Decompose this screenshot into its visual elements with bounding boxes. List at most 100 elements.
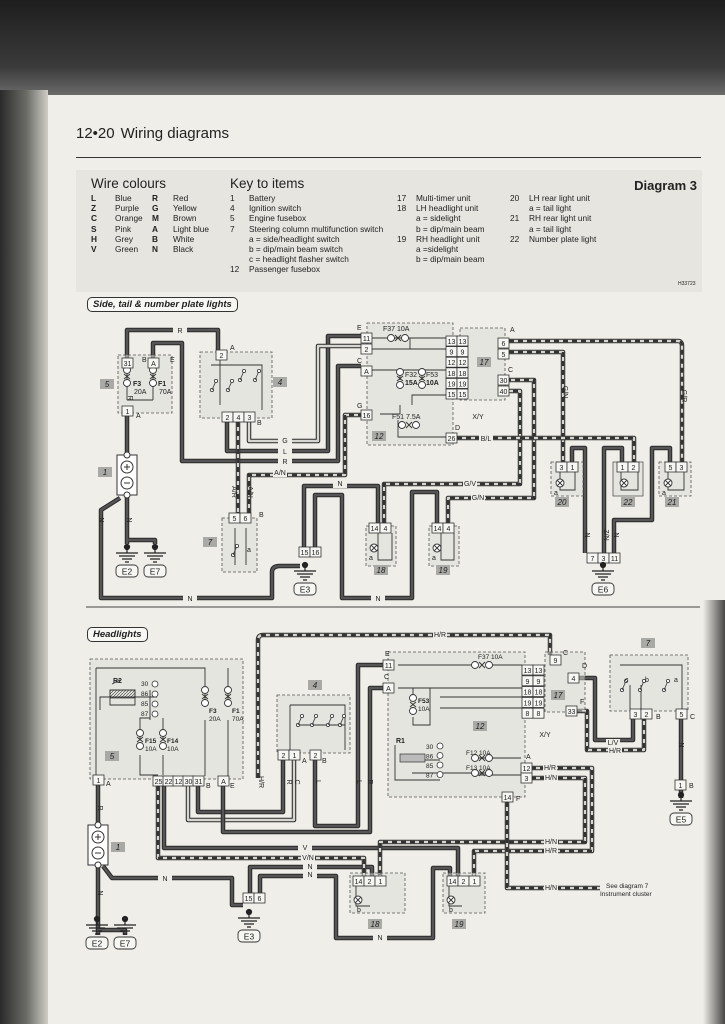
connector-pin-number: A — [386, 686, 391, 693]
wire — [509, 338, 685, 462]
component-box — [221, 517, 258, 573]
connector-pin-number: 15 — [245, 896, 253, 903]
fuse-icon — [471, 754, 493, 762]
wire-colour-name: Brown — [173, 213, 197, 224]
connector-pin-number: 14 — [434, 526, 442, 533]
wire-colour-code: L — [91, 193, 97, 203]
wire-colour-code: S — [91, 223, 97, 234]
cross-reference-note: See diagram 7 — [606, 883, 649, 890]
connector-pin-number: 1 — [473, 879, 477, 886]
connector-pin — [549, 654, 562, 666]
connector-pin-number: 11 — [385, 663, 392, 670]
relay-label: R2 — [113, 678, 122, 685]
wire — [578, 675, 636, 743]
switch-contact-icon — [225, 378, 234, 392]
connector-pin-number: 8 — [526, 711, 530, 718]
wire-colour-name: Orange — [115, 213, 143, 224]
key-item-number: 20 — [510, 193, 520, 203]
wire — [312, 662, 383, 829]
wire-colour-label: R — [285, 779, 292, 784]
section-title-side-tail: Side, tail & number plate lights — [87, 297, 238, 312]
relay-pin-icon — [151, 700, 159, 708]
connector-pin-number: 1 — [97, 778, 101, 785]
connector-pin-number: 2 — [365, 347, 369, 354]
component-box — [609, 654, 689, 712]
connector-letter: E — [357, 325, 362, 332]
wire-colour-label: H/N — [545, 775, 557, 782]
switch-contact-icon — [325, 714, 334, 728]
connector-letter: B — [689, 783, 694, 790]
key-item-label: a = tail light — [529, 223, 572, 234]
fuse-label: F1 — [232, 708, 240, 715]
ground-icon — [592, 561, 614, 581]
switch-contact-icon — [337, 714, 346, 728]
lamp-icon — [619, 478, 629, 488]
connector-pin — [192, 775, 205, 787]
connector-pin-number: 14 — [449, 879, 457, 886]
wire-colour-name: Light blue — [173, 223, 209, 234]
fuse-label: F53 — [418, 698, 430, 705]
connector-pin-number: 40 — [500, 389, 508, 396]
item-badge — [551, 690, 565, 700]
connector-letter: C — [690, 714, 695, 721]
ground-label: E6 — [598, 585, 609, 595]
connector-pin — [253, 892, 266, 904]
item-number: 1 — [103, 468, 107, 477]
item-badge — [368, 919, 382, 929]
page-edge-shadow — [703, 600, 725, 1024]
connector-pin-number: 31 — [124, 361, 132, 368]
connector-pin-number: 18 — [459, 371, 467, 378]
item-badge — [436, 565, 450, 575]
switch-contact-icon — [237, 368, 246, 382]
ground-icon — [670, 791, 692, 811]
scan-background-top — [0, 0, 725, 95]
key-item-number: 21 — [510, 213, 520, 224]
wire-colour-label: N — [377, 935, 382, 942]
fuse-icon — [409, 694, 417, 715]
wire-colour-name: Pink — [115, 223, 132, 234]
wire-colour-label: L — [314, 780, 321, 784]
connector-pin-number: 4 — [384, 526, 388, 533]
wire-colour-label: H/R — [609, 748, 621, 755]
item-number: 7 — [208, 538, 213, 547]
connector-pin-number: 2 — [462, 879, 466, 886]
wire — [246, 343, 361, 444]
connector-pin — [567, 672, 580, 684]
fuse-label: F53 — [426, 372, 438, 379]
wire-colour-label: N — [125, 517, 132, 522]
connector-letter: B — [322, 758, 327, 765]
connector-pin-number: 14 — [504, 795, 512, 802]
wire — [569, 445, 588, 553]
connector-pin-number: 3 — [560, 465, 564, 472]
wire-colour-label: N — [97, 517, 104, 522]
connector-pin-number: 12 — [175, 779, 183, 786]
connector-pin-number: A — [221, 779, 226, 786]
item-number: 4 — [278, 378, 283, 387]
fuse-label: 10A — [426, 380, 439, 387]
key-item-label: b = dip/main beam — [416, 254, 485, 265]
item-badge — [665, 497, 679, 507]
connector-pin — [608, 552, 621, 564]
internal-wire — [355, 886, 462, 907]
connector-letter: C — [508, 367, 513, 374]
fuse-label: F15 — [145, 738, 157, 745]
fuse-label: 20A — [209, 716, 221, 723]
connector-pin-number: 2 — [368, 879, 372, 886]
connector-pin-number: 5 — [233, 516, 237, 523]
connector-pin-number: 3 — [248, 415, 252, 422]
wire-colour-name: Purple — [115, 203, 139, 214]
item-number: 18 — [377, 566, 386, 575]
connector-letter: D — [582, 663, 587, 670]
connector-letter: F — [580, 699, 584, 706]
connector-pin-number: 1 — [621, 465, 625, 472]
key-item-label: LH rear light unit — [529, 193, 590, 203]
connector-pin — [456, 356, 469, 368]
sub-item-letter: a — [662, 490, 666, 497]
fuse-label: 10A — [418, 706, 430, 713]
wire — [445, 377, 537, 523]
connector-pin-number: 1 — [571, 465, 575, 472]
wire — [601, 445, 625, 553]
connector-pin-number: 6 — [258, 896, 262, 903]
